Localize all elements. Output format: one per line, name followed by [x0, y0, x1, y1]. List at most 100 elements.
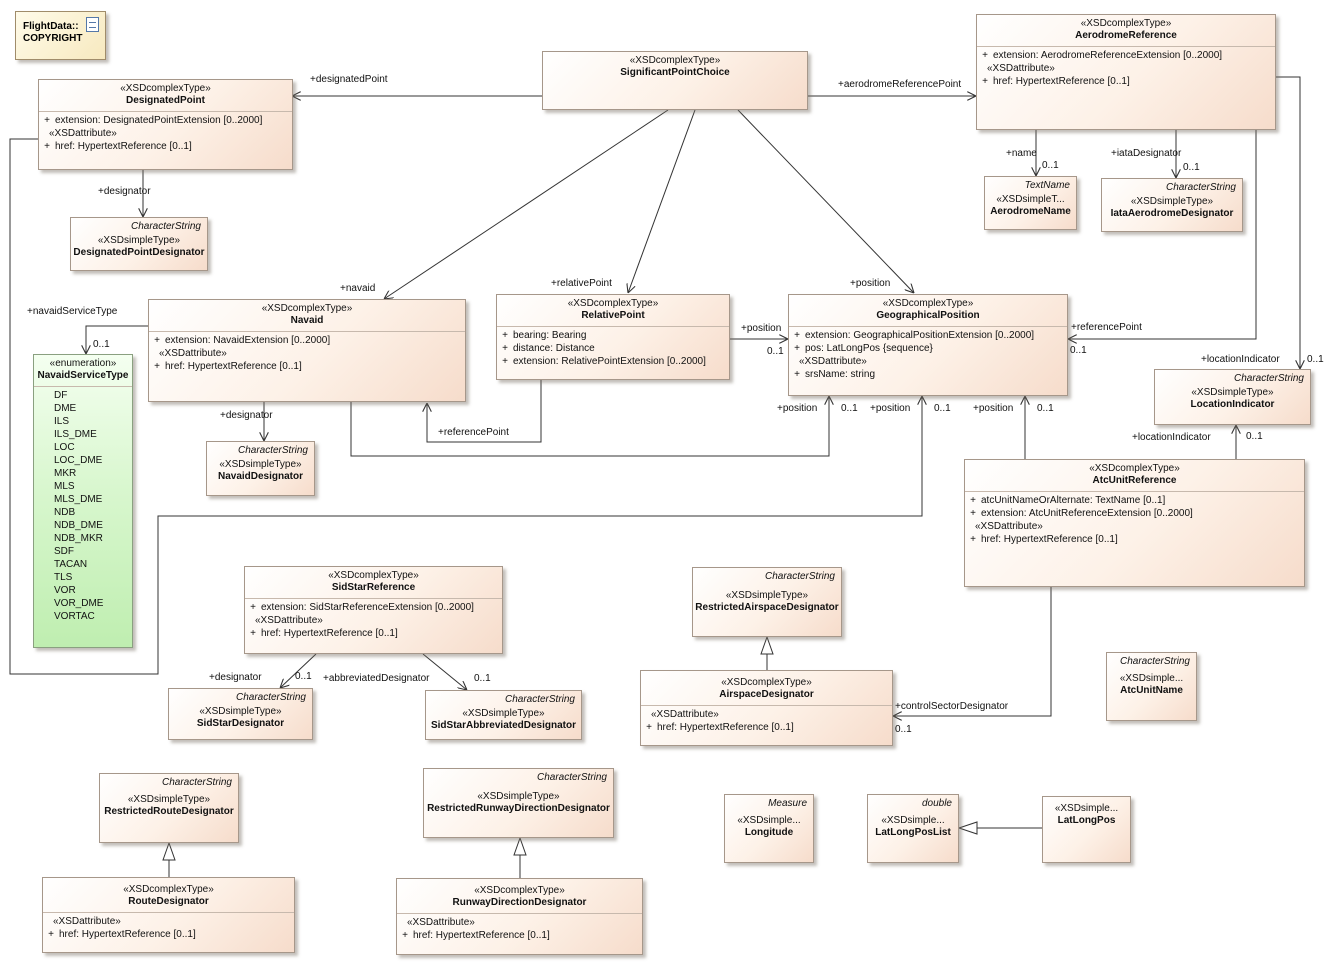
parent-type: TextName — [1024, 180, 1070, 191]
label-multiplicity: 0..1 — [474, 673, 491, 684]
stereotype: «XSDsimpleType» — [127, 794, 211, 805]
class-designated-point-designator[interactable]: CharacterString «XSDsimpleType» Designat… — [70, 217, 208, 271]
generalization-triangle — [957, 821, 978, 835]
class-name: Navaid — [290, 315, 324, 326]
class-name: AtcUnitReference — [1092, 475, 1177, 486]
link-navaid-service-type — [86, 325, 148, 354]
parent-type: double — [921, 798, 952, 809]
class-longitude[interactable]: Measure «XSDsimple... Longitude — [724, 794, 814, 863]
enum-literal: NDB_MKR — [54, 533, 103, 544]
class-name: DesignatedPoint — [126, 95, 205, 106]
enum-literal: DF — [54, 390, 68, 401]
attribute-group: «XSDattribute» — [987, 63, 1055, 74]
enum-literal: NDB_DME — [54, 520, 103, 531]
enum-literal: SDF — [54, 546, 74, 557]
class-aerodrome-name[interactable]: TextName «XSDsimpleT... AerodromeName — [984, 176, 1077, 230]
link-relative-point — [628, 109, 696, 293]
parent-type: CharacterString — [237, 445, 308, 456]
label-navaid-service-type: +navaidServiceType — [27, 306, 118, 317]
class-name: NavaidDesignator — [217, 471, 304, 482]
class-navaid[interactable]: «XSDcomplexType» Navaid +extension: Nava… — [148, 299, 466, 402]
stereotype: «XSDcomplexType» — [629, 55, 721, 66]
class-route-designator[interactable]: «XSDcomplexType» RouteDesignator «XSDatt… — [42, 877, 295, 953]
attribute: +extension: DesignatedPointExtension [0.… — [44, 115, 263, 126]
enum-literal: NDB — [54, 507, 76, 518]
class-significant-point-choice[interactable]: «XSDcomplexType» SignificantPointChoice — [542, 51, 808, 110]
class-airspace-designator[interactable]: «XSDcomplexType» AirspaceDesignator «XSD… — [640, 670, 893, 746]
label-multiplicity: 0..1 — [767, 346, 784, 357]
link-sid-star-designator — [280, 653, 317, 688]
enum-literal: MKR — [54, 468, 77, 479]
class-designated-point[interactable]: «XSDcomplexType» DesignatedPoint +extens… — [38, 79, 293, 170]
enum-literal: LOC — [54, 442, 75, 453]
parent-type: Measure — [768, 798, 807, 809]
class-restricted-route-designator[interactable]: CharacterString «XSDsimpleType» Restrict… — [99, 773, 239, 843]
stereotype: «XSDsimple... — [737, 815, 801, 826]
class-name: AtcUnitName — [1120, 685, 1183, 696]
enum-literal: LOC_DME — [54, 455, 103, 466]
stereotype: «XSDsimpleType» — [462, 708, 545, 719]
enum-literal: TACAN — [54, 559, 88, 570]
attribute: +extension: AtcUnitReferenceExtension [0… — [970, 508, 1193, 519]
stereotype: «XSDcomplexType» — [721, 677, 812, 688]
link-sid-star-abbreviated — [422, 653, 467, 690]
attribute-group: «XSDattribute» — [49, 128, 117, 139]
label-relative-point: +relativePoint — [551, 278, 612, 289]
parent-type: CharacterString — [504, 694, 575, 705]
class-geographical-position[interactable]: «XSDcomplexType» GeographicalPosition +e… — [788, 294, 1068, 396]
enum-literal: VORTAC — [54, 611, 95, 622]
class-name: Longitude — [744, 827, 794, 838]
class-location-indicator[interactable]: CharacterString «XSDsimpleType» Location… — [1154, 369, 1311, 425]
attribute: +srsName: string — [794, 369, 876, 380]
class-name: RunwayDirectionDesignator — [452, 897, 587, 908]
link-relative-reference-point — [427, 380, 542, 443]
class-restricted-airspace-designator[interactable]: CharacterString «XSDsimpleType» Restrict… — [692, 567, 842, 637]
parent-type: CharacterString — [1165, 182, 1236, 193]
label-multiplicity: 0..1 — [1183, 162, 1200, 173]
class-relative-point[interactable]: «XSDcomplexType» RelativePoint +bearing:… — [496, 294, 730, 380]
attribute: +extension: SidStarReferenceExtension [0… — [250, 602, 474, 613]
class-name: SidStarAbbreviatedDesignator — [430, 720, 577, 731]
class-sid-star-reference[interactable]: «XSDcomplexType» SidStarReference +exten… — [244, 566, 503, 654]
class-name: AirspaceDesignator — [719, 689, 814, 700]
class-name: RestrictedRunwayDirectionDesignator — [427, 803, 610, 814]
class-aerodrome-reference[interactable]: «XSDcomplexType» AerodromeReference +ext… — [976, 14, 1276, 130]
class-atc-unit-name[interactable]: CharacterString «XSDsimple... AtcUnitNam… — [1106, 652, 1197, 721]
generalization-triangle — [513, 836, 527, 856]
class-atc-unit-reference[interactable]: «XSDcomplexType» AtcUnitReference +atcUn… — [964, 459, 1305, 587]
label-multiplicity: 0..1 — [1037, 403, 1054, 414]
label-designator: +designator — [220, 410, 273, 421]
stereotype: «XSDsimpleType» — [725, 590, 809, 601]
stereotype: «XSDcomplexType» — [123, 884, 214, 895]
attribute: +extension: RelativePointExtension [0..2… — [502, 356, 706, 367]
parent-type: CharacterString — [130, 221, 201, 232]
attribute-group: «XSDattribute» — [407, 917, 475, 928]
class-lat-long-pos-list[interactable]: double «XSDsimple... LatLongPosList — [867, 794, 959, 863]
class-name: DesignatedPointDesignator — [73, 247, 205, 258]
stereotype: «XSDsimpleType» — [97, 235, 181, 246]
class-name: AerodromeReference — [1075, 30, 1177, 41]
class-name: GeographicalPosition — [876, 310, 980, 321]
label-position: +position — [850, 278, 891, 289]
class-name: LocationIndicator — [1190, 399, 1275, 410]
link-designated-point-position — [9, 138, 922, 675]
class-sid-star-designator[interactable]: CharacterString «XSDsimpleType» SidStarD… — [168, 688, 313, 740]
attribute: +href: HypertextReference [0..1] — [48, 929, 196, 940]
label-multiplicity: 0..1 — [1307, 354, 1324, 365]
label-position: +position — [870, 403, 911, 414]
note-document-icon — [86, 17, 99, 32]
class-restricted-runway-direction-designator[interactable]: CharacterString «XSDsimpleType» Restrict… — [423, 768, 614, 838]
stereotype: «XSDsimple... — [1119, 673, 1184, 684]
stereotype: «XSDcomplexType» — [567, 298, 659, 309]
class-navaid-designator[interactable]: CharacterString «XSDsimpleType» NavaidDe… — [206, 441, 315, 496]
class-name: SidStarDesignator — [196, 718, 285, 729]
label-iata-designator: +iataDesignator — [1111, 148, 1182, 159]
stereotype: «enumeration» — [49, 358, 117, 369]
class-runway-direction-designator[interactable]: «XSDcomplexType» RunwayDirectionDesignat… — [396, 878, 643, 955]
class-sid-star-abbreviated-designator[interactable]: CharacterString «XSDsimpleType» SidStarA… — [425, 690, 582, 740]
class-lat-long-pos[interactable]: «XSDsimple... LatLongPos — [1042, 796, 1131, 863]
class-iata-aerodrome-designator[interactable]: CharacterString «XSDsimpleType» IataAero… — [1101, 178, 1243, 232]
enum-literal: VOR — [54, 585, 76, 596]
copyright-note: FlightData:: COPYRIGHT — [15, 11, 106, 60]
